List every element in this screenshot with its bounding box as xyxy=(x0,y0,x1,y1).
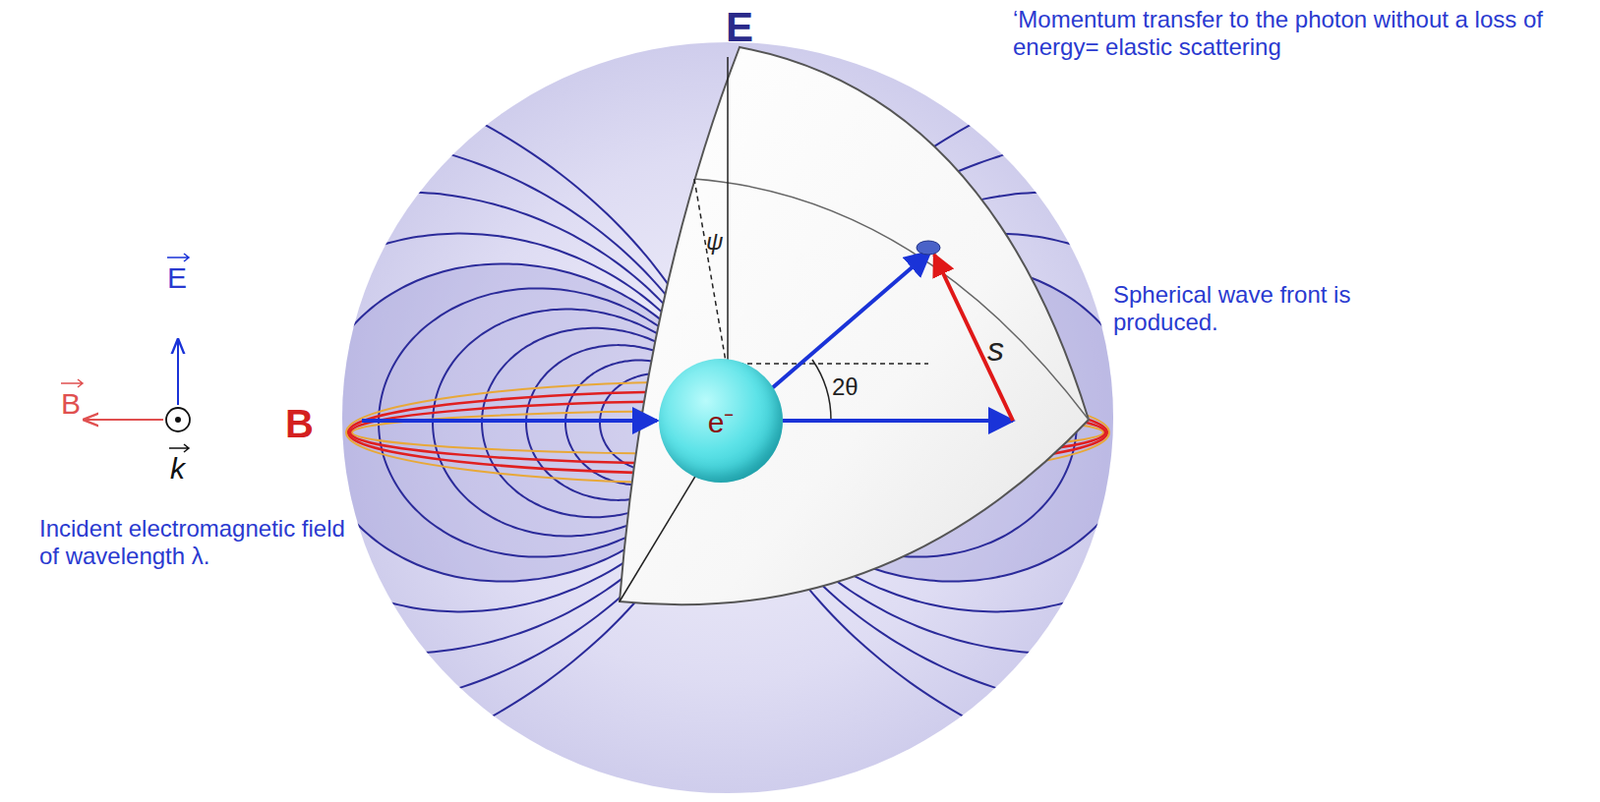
vector-label: s xyxy=(987,330,1005,369)
b-field-arrow xyxy=(84,418,164,421)
field-axis-label: E xyxy=(725,3,754,52)
note-text: Incident electromagnetic field of wavele… xyxy=(39,515,364,570)
angle-label: ψ xyxy=(706,228,723,256)
note-text: ‘Momentum transfer to the photon without… xyxy=(1012,5,1574,60)
vector-symbol: k xyxy=(170,452,185,487)
field-line xyxy=(0,135,728,712)
octant-cutaway xyxy=(619,47,1089,605)
incident-wavevector xyxy=(361,418,657,423)
electron-sphere: e⁻ xyxy=(658,358,783,483)
detector-spot xyxy=(916,240,941,255)
k-out-of-page-symbol xyxy=(166,408,190,432)
angle-label: 2θ xyxy=(831,373,859,402)
vector-overarrow xyxy=(60,379,83,388)
field-line xyxy=(0,52,728,794)
k-out-of-page-dot xyxy=(175,416,181,423)
scattering-vector xyxy=(934,254,1013,421)
reference-wavevector xyxy=(782,418,1013,423)
vector-overarrow xyxy=(167,253,189,262)
note-text: Spherical wave front is produced. xyxy=(1113,281,1379,336)
field-axis-label: B xyxy=(285,401,314,447)
particle-label: e⁻ xyxy=(708,401,735,442)
radiation-sphere xyxy=(342,42,1114,794)
vector-overarrow xyxy=(169,444,189,453)
vector-symbol: E xyxy=(167,261,187,297)
e-field-arrow xyxy=(177,340,179,406)
psi-leader xyxy=(694,178,726,362)
angle-arc xyxy=(812,359,831,421)
vector-symbol: B xyxy=(60,387,81,422)
scattered-wavevector xyxy=(771,251,931,389)
